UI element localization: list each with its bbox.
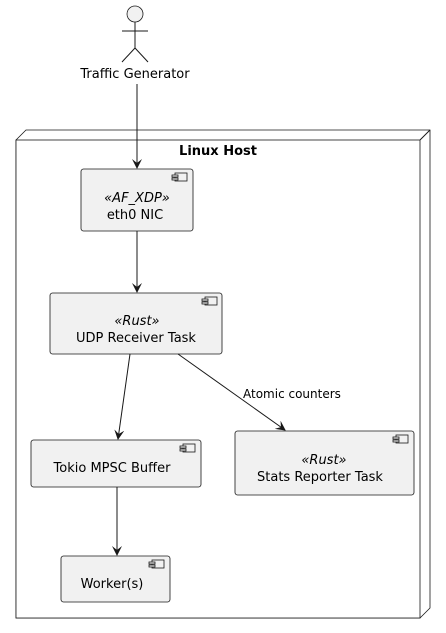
component-icon (171, 172, 188, 182)
actor-traffic-generator: Traffic Generator (79, 5, 190, 82)
component-stereotype: «Rust» (114, 314, 159, 329)
component-icon (179, 443, 196, 453)
component-stereotype: «Rust» (301, 453, 346, 468)
actor-label: Traffic Generator (79, 67, 190, 82)
component-workers[interactable]: Worker(s) (60, 555, 171, 603)
component-label: Tokio MPSC Buffer (53, 461, 172, 476)
node-linux-host: Linux Host (15, 129, 431, 619)
component-tokio-mpsc-buffer[interactable]: Tokio MPSC Buffer (30, 439, 202, 488)
component-label: UDP Receiver Task (76, 331, 196, 346)
component-label: eth0 NIC (107, 208, 163, 223)
edge-receiver-to-buffer (114, 353, 131, 440)
node-title: Linux Host (179, 144, 257, 159)
component-icon (148, 559, 165, 569)
component-stereotype: «AF_XDP» (104, 191, 170, 206)
component-label: Worker(s) (81, 577, 144, 592)
stick-figure-icon (121, 5, 149, 63)
component-stats-reporter-task[interactable]: «Rust» Stats Reporter Task (234, 430, 415, 496)
component-udp-receiver-task[interactable]: «Rust» UDP Receiver Task (49, 292, 223, 355)
component-label: Stats Reporter Task (257, 470, 383, 485)
component-icon (201, 296, 218, 306)
edge-receiver-to-stats: Atomic counters (177, 353, 341, 431)
component-eth0-nic[interactable]: «AF_XDP» eth0 NIC (80, 168, 194, 232)
edge-label: Atomic counters (243, 387, 341, 401)
component-icon (392, 434, 409, 444)
